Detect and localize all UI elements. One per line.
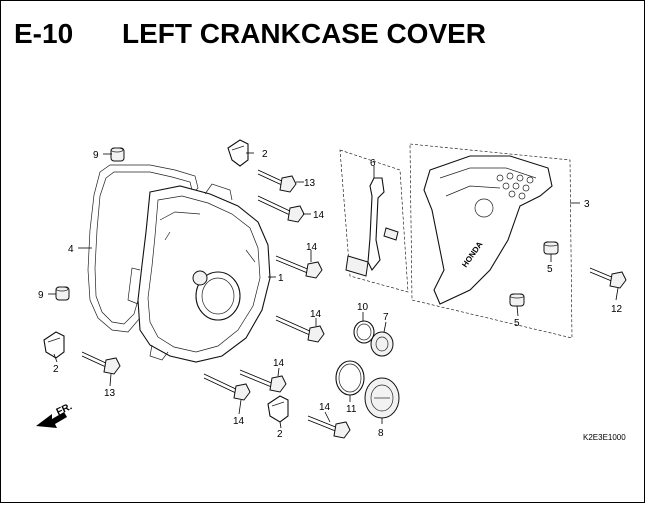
dowel-pin-upper[interactable] [110, 147, 125, 162]
clamp-upper[interactable] [227, 139, 249, 167]
bolt-12[interactable] [589, 267, 627, 289]
cap-large[interactable] [364, 377, 400, 419]
clamp-bottom[interactable] [267, 395, 289, 423]
callout-11[interactable]: 11 [346, 404, 357, 415]
callout-9[interactable]: 9 [93, 150, 99, 161]
callout-13[interactable]: 13 [104, 388, 116, 399]
callout-7[interactable]: 7 [383, 312, 389, 323]
leader-lines [48, 152, 619, 429]
callout-2[interactable]: 2 [277, 429, 283, 440]
callout-14[interactable]: 14 [310, 309, 322, 320]
callout-6[interactable]: 6 [370, 158, 376, 169]
left-crankcase-cover-part[interactable] [127, 183, 271, 363]
sprocket-cover-part[interactable]: HONDA [409, 143, 573, 339]
callout-8[interactable]: 8 [378, 428, 384, 439]
bolt-13-upper[interactable] [257, 169, 297, 193]
callout-2[interactable]: 2 [53, 364, 59, 375]
callout-14[interactable]: 14 [313, 210, 325, 221]
callout-5[interactable]: 5 [514, 318, 520, 329]
bolt-14-lower-right[interactable] [275, 315, 325, 343]
callout-14[interactable]: 14 [273, 358, 285, 369]
callout-12[interactable]: 12 [611, 304, 623, 315]
bolt-14-lower-left[interactable] [203, 373, 251, 401]
callout-1[interactable]: 1 [278, 273, 284, 284]
bracket-part[interactable] [339, 149, 409, 293]
bolt-14-upper[interactable] [257, 195, 305, 223]
cap-small[interactable] [370, 331, 394, 357]
section-code: E-10 [14, 18, 74, 49]
callout-5[interactable]: 5 [547, 264, 553, 275]
collar-upper[interactable] [543, 241, 559, 255]
fr-label: FR. [55, 401, 74, 418]
vent-holes [496, 172, 534, 200]
bolt-14-bottom[interactable] [307, 415, 351, 439]
callout-14[interactable]: 14 [319, 402, 331, 413]
page-title: LEFT CRANKCASE COVER [122, 18, 487, 49]
callout-10[interactable]: 10 [357, 302, 369, 313]
arrow-icon [36, 412, 67, 428]
dowel-pin-lower[interactable] [55, 286, 70, 301]
bolt-14-middle[interactable] [275, 255, 323, 279]
front-direction-marker: FR. [36, 401, 74, 428]
drawing-code: K2E3E1000 [583, 433, 626, 442]
callout-14[interactable]: 14 [306, 242, 318, 253]
collar-lower[interactable] [509, 293, 525, 307]
callout-14[interactable]: 14 [233, 416, 245, 427]
callout-9[interactable]: 9 [38, 290, 44, 301]
o-ring-small[interactable] [353, 320, 375, 344]
callout-4[interactable]: 4 [68, 244, 74, 255]
clamp-left[interactable] [43, 331, 65, 359]
bolt-14-lower-middle[interactable] [239, 369, 287, 393]
o-ring-large[interactable] [335, 360, 365, 396]
callout-3[interactable]: 3 [584, 199, 590, 210]
callout-2[interactable]: 2 [262, 149, 268, 160]
callout-13[interactable]: 13 [304, 178, 316, 189]
callout-labels: 9 2 13 6 14 3 4 14 1 5 12 9 10 14 7 5 2 … [38, 149, 623, 440]
bolt-13-lower[interactable] [81, 351, 121, 375]
